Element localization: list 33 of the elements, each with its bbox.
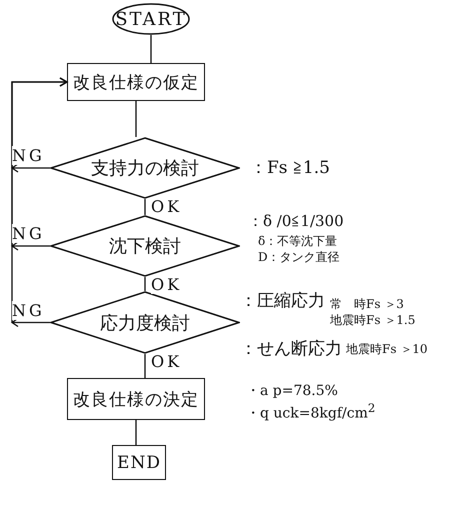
process-box (67, 63, 205, 101)
connector-line (135, 101, 137, 137)
process-label: 改良仕様の決定 (73, 388, 199, 410)
condition-note: ：δ /0≦1/300 (248, 212, 344, 231)
condition-note: ・q uck=8kgf/cm$^{2}$ (246, 401, 376, 423)
connector-line (144, 199, 146, 215)
condition-note: ・a p=78.5% (246, 382, 338, 400)
process-label: END (117, 452, 161, 472)
condition-note: 地震時Fs ＞10 (346, 341, 428, 358)
terminal-label: START (115, 8, 187, 30)
process-label: 改良仕様の仮定 (73, 72, 199, 94)
decision-label: 沈下検討 (109, 235, 181, 258)
connector-line (144, 354, 146, 378)
condition-note: ：せん断応力 (240, 338, 342, 360)
process-box (67, 378, 205, 420)
decision-diamond (50, 291, 240, 354)
connector-line (10, 77, 68, 328)
edge-label: OK (151, 275, 182, 294)
connector-line (144, 277, 146, 291)
condition-note: 地震時Fs ＞1.5 (330, 312, 416, 329)
condition-note: δ：不等沈下量 (258, 233, 338, 250)
condition-note: ：Fs ≧1.5 (250, 157, 330, 179)
condition-note: ：圧縮応力 (240, 290, 325, 312)
decision-label: 応力度検討 (100, 312, 190, 334)
condition-note: D：タンク直径 (258, 249, 340, 266)
terminal-ellipse (112, 3, 190, 35)
condition-note: 常 時Fs ＞3 (330, 296, 404, 313)
decision-label: 支持力の検討 (91, 157, 199, 180)
decision-diamond (50, 215, 240, 277)
connector-line (150, 35, 152, 63)
process-box (112, 445, 166, 480)
decision-diamond (50, 137, 240, 199)
connector-line (135, 420, 137, 445)
